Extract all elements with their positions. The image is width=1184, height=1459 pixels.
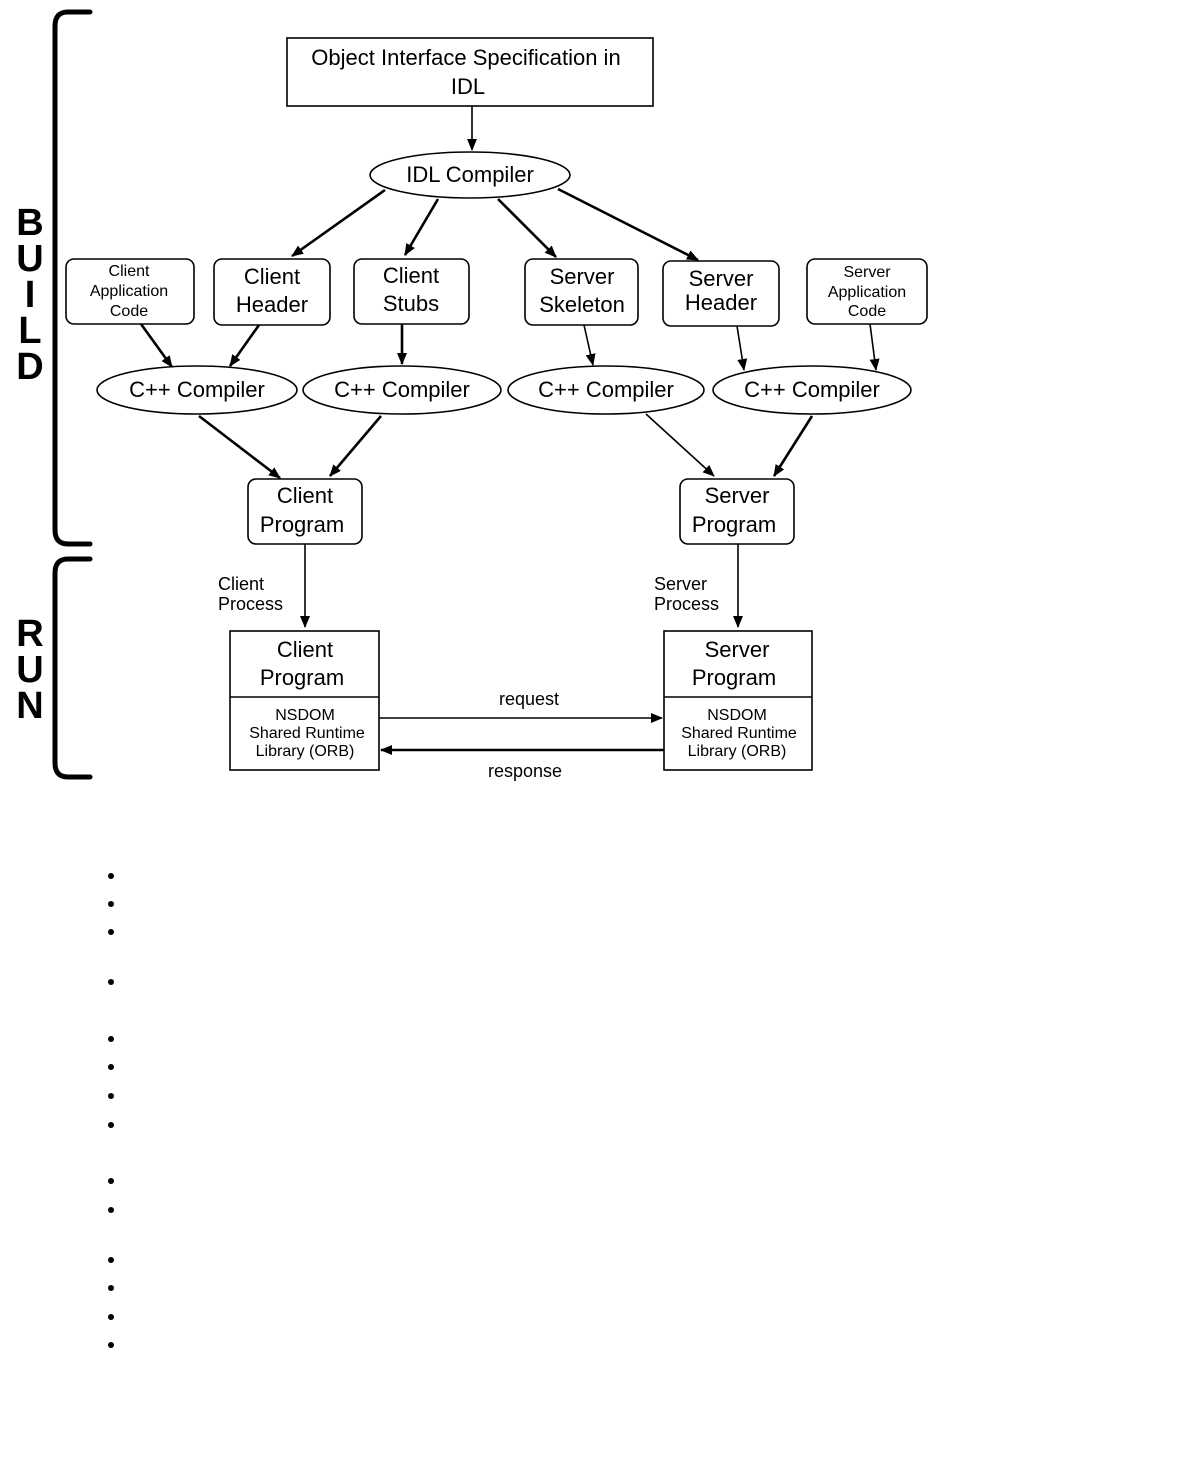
request-label: request [499, 689, 559, 709]
node-line: Server [550, 264, 615, 289]
server-application-code-node: Server Application Code [806, 258, 928, 325]
library-line: Shared Runtime [681, 725, 797, 742]
client-stubs-node: Client Stubs [353, 258, 470, 325]
list-bullet [108, 1064, 114, 1070]
client-header-node: Client Header [213, 258, 331, 326]
build-letter: L [18, 310, 41, 352]
edge-server-app-code-to-cpp4 [869, 323, 880, 371]
node-line: Client [109, 263, 150, 280]
run-letter: R [16, 613, 43, 655]
edge-idl-to-client-stubs [403, 198, 440, 256]
library-line: Shared Runtime [249, 725, 365, 742]
client-application-code-node: Client Application Code [65, 258, 195, 325]
built-client-program-node: Client Program [247, 478, 363, 545]
edge-cpp3-to-server-program [645, 413, 715, 477]
library-line: NSDOM [707, 707, 767, 724]
runtime-server-node: Server Program NSDOM Shared Runtime Libr… [663, 630, 813, 771]
node-line: Code [110, 303, 148, 320]
client-process-label: Client Process [218, 574, 283, 614]
node-line: Header [236, 292, 308, 317]
corba-build-run-diagram: B U I L D R U N Object Interface Specifi… [16, 9, 928, 781]
idl-compiler-node: IDL Compiler [369, 151, 571, 199]
list-bullet [108, 1036, 114, 1042]
run-letter: N [16, 685, 43, 727]
process-line: Process [654, 594, 719, 614]
edge-idl-to-client-header [291, 188, 386, 258]
cpp-compiler-node: C++ Compiler [712, 365, 912, 415]
edge-idl-to-server-header [557, 187, 699, 262]
edge-cpp2-to-client-program [329, 415, 382, 477]
edge-server-header-to-cpp4 [736, 325, 748, 371]
node-line: Application [828, 284, 906, 301]
list-bullet [108, 901, 114, 907]
list-bullet [108, 1207, 114, 1213]
node-line: Server [689, 266, 754, 291]
run-label: R U N [16, 613, 43, 727]
node-line: Header [685, 290, 757, 315]
cpp-compiler-label: C++ Compiler [334, 377, 470, 402]
cpp-compiler-label: C++ Compiler [538, 377, 674, 402]
node-line: Stubs [383, 291, 439, 316]
edge-cpp1-to-client-program [198, 414, 281, 480]
node-line: Client [277, 637, 333, 662]
library-line: NSDOM [275, 707, 335, 724]
list-bullet [108, 979, 114, 985]
cpp-compiler-node: C++ Compiler [302, 365, 502, 415]
server-skeleton-node: Server Skeleton [524, 258, 639, 326]
cpp-compiler-label: C++ Compiler [129, 377, 265, 402]
list-bullet [108, 929, 114, 935]
node-line: Program [260, 665, 344, 690]
idl-spec-line: Object Interface Specification in [311, 45, 620, 70]
response-label: response [488, 761, 562, 781]
edge-cpp4-to-server-program [772, 415, 814, 477]
cpp-compiler-node: C++ Compiler [507, 365, 705, 415]
list-bullet [108, 1257, 114, 1263]
cpp-compiler-node: C++ Compiler [96, 365, 298, 415]
build-brace [52, 9, 93, 547]
library-line: Library (ORB) [688, 743, 787, 760]
process-line: Process [218, 594, 283, 614]
run-brace [52, 556, 93, 780]
node-line: Program [692, 665, 776, 690]
list-bullet [108, 1093, 114, 1099]
node-line: Client [244, 264, 300, 289]
library-line: Library (ORB) [256, 743, 355, 760]
runtime-client-node: Client Program NSDOM Shared Runtime Libr… [229, 630, 380, 771]
edge-client-header-to-cpp1 [228, 324, 261, 367]
idl-spec-box: Object Interface Specification in IDL [286, 37, 654, 107]
node-line: Skeleton [539, 292, 625, 317]
list-bullet [108, 1178, 114, 1184]
edge-server-skeleton-to-cpp3 [583, 324, 596, 366]
node-line: Code [848, 303, 886, 320]
idl-compiler-label: IDL Compiler [406, 162, 534, 187]
list-bullet [108, 1342, 114, 1348]
process-line: Server [654, 574, 707, 594]
list-bullet [108, 873, 114, 879]
node-line: Program [692, 512, 776, 537]
edge-idl-to-server-skeleton [497, 198, 557, 258]
build-letter: D [16, 346, 43, 388]
node-line: Program [260, 512, 344, 537]
node-line: Client [383, 263, 439, 288]
process-line: Client [218, 574, 264, 594]
edge-client-app-code-to-cpp1 [139, 323, 174, 368]
build-letter: B [16, 202, 43, 244]
idl-spec-line: IDL [451, 74, 485, 99]
list-bullet [108, 1314, 114, 1320]
server-header-node: Server Header [662, 260, 780, 327]
built-server-program-node: Server Program [679, 478, 795, 545]
server-process-label: Server Process [654, 574, 719, 614]
list-bullet [108, 1122, 114, 1128]
list-bullet [108, 1285, 114, 1291]
node-line: Server [705, 483, 770, 508]
run-letter: U [16, 649, 43, 691]
node-line: Client [277, 483, 333, 508]
node-line: Server [843, 264, 891, 281]
node-line: Application [90, 283, 168, 300]
build-label: B U I L D [16, 202, 43, 388]
node-line: Server [705, 637, 770, 662]
build-letter: I [25, 274, 36, 316]
build-letter: U [16, 238, 43, 280]
cpp-compiler-label: C++ Compiler [744, 377, 880, 402]
